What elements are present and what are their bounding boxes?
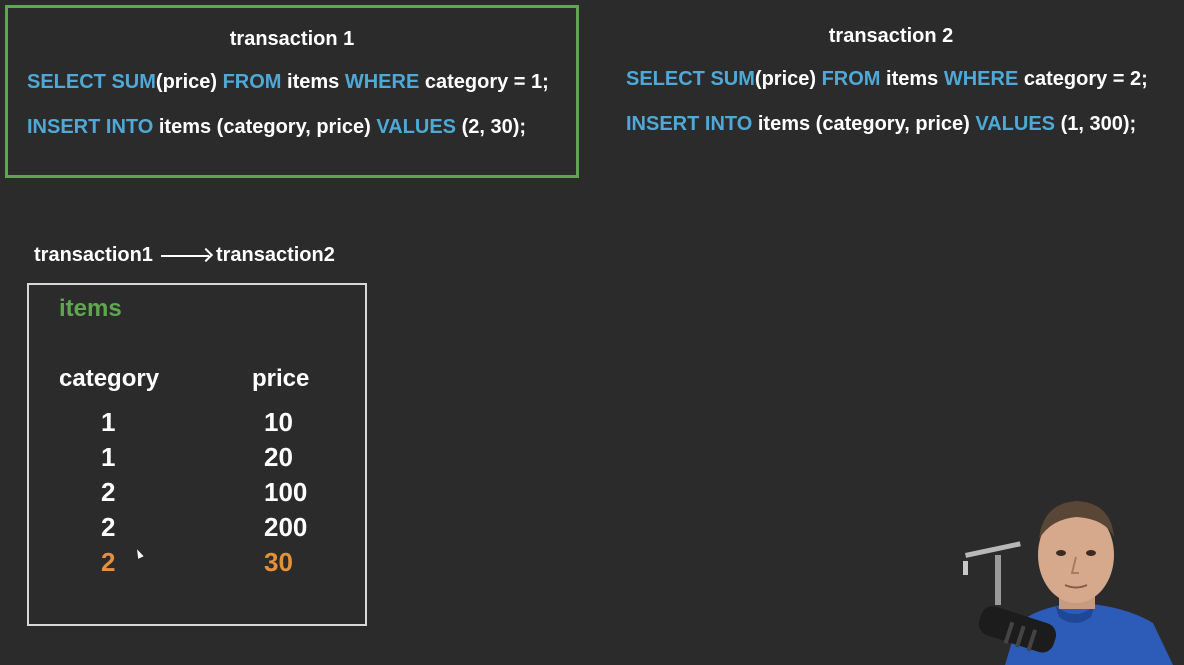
transaction-1-insert-statement: INSERT INTO items (category, price) VALU… (27, 116, 526, 139)
transaction-2-title: transaction 2 (828, 25, 954, 47)
sql-text: items (886, 68, 939, 90)
presenter-figure (963, 501, 1173, 665)
transaction-2-insert-statement: INSERT INTO items (category, price) VALU… (626, 113, 1136, 136)
sql-text: (price) (155, 71, 218, 93)
sql-keyword: VALUES (376, 116, 457, 138)
row-3-category: 2 (101, 477, 116, 507)
sql-keyword: INSERT INTO (626, 113, 753, 135)
sql-text: items (category, price) (158, 116, 371, 138)
row-1-price: 10 (264, 407, 293, 437)
row-2-category: 1 (101, 442, 116, 472)
column-header-price: price (252, 365, 310, 392)
row-2-price: 20 (264, 442, 293, 472)
sql-keyword: WHERE (943, 68, 1019, 90)
sql-text: category = 2; (1023, 68, 1148, 90)
sql-keyword: VALUES (975, 113, 1056, 135)
sql-text: (price) (754, 68, 817, 90)
row-4-price: 200 (264, 512, 308, 542)
sql-text: (1, 300); (1060, 113, 1137, 135)
sql-keyword: WHERE (344, 71, 420, 93)
row-1-category: 1 (101, 407, 116, 437)
sql-text: category = 1; (424, 71, 549, 93)
row-5-category-highlighted: 2 (101, 547, 116, 577)
sql-keyword: INSERT INTO (27, 116, 154, 138)
right-arrow-icon (160, 254, 209, 257)
row-3-price: 100 (264, 477, 308, 507)
execution-order: transaction1 transaction2 (34, 244, 335, 267)
transaction-2-panel: transaction 2 SELECT SUM(price) FROM ite… (604, 5, 1178, 178)
sql-text: (2, 30); (461, 116, 527, 138)
transaction-2-select-statement: SELECT SUM(price) FROM items WHERE categ… (626, 68, 1148, 91)
items-table: items category price 1 10 1 20 2 100 2 2… (27, 283, 367, 626)
row-5-price-highlighted: 30 (264, 547, 293, 577)
order-from-label: transaction1 (34, 244, 153, 266)
column-header-category: category (59, 365, 160, 392)
transaction-1-title: transaction 1 (229, 28, 355, 50)
sql-text: items (category, price) (757, 113, 970, 135)
transaction-1-panel: transaction 1 SELECT SUM(price) FROM ite… (5, 5, 579, 178)
table-title: items (59, 295, 122, 322)
order-to-label: transaction2 (215, 244, 335, 266)
row-4-category: 2 (101, 512, 116, 542)
presenter-webcam (955, 495, 1184, 665)
transaction-1-select-statement: SELECT SUM(price) FROM items WHERE categ… (27, 71, 549, 94)
sql-keyword: SELECT SUM (27, 71, 156, 93)
sql-text: items (287, 71, 340, 93)
sql-keyword: FROM (222, 71, 282, 93)
sql-keyword: FROM (821, 68, 881, 90)
sql-keyword: SELECT SUM (626, 68, 755, 90)
